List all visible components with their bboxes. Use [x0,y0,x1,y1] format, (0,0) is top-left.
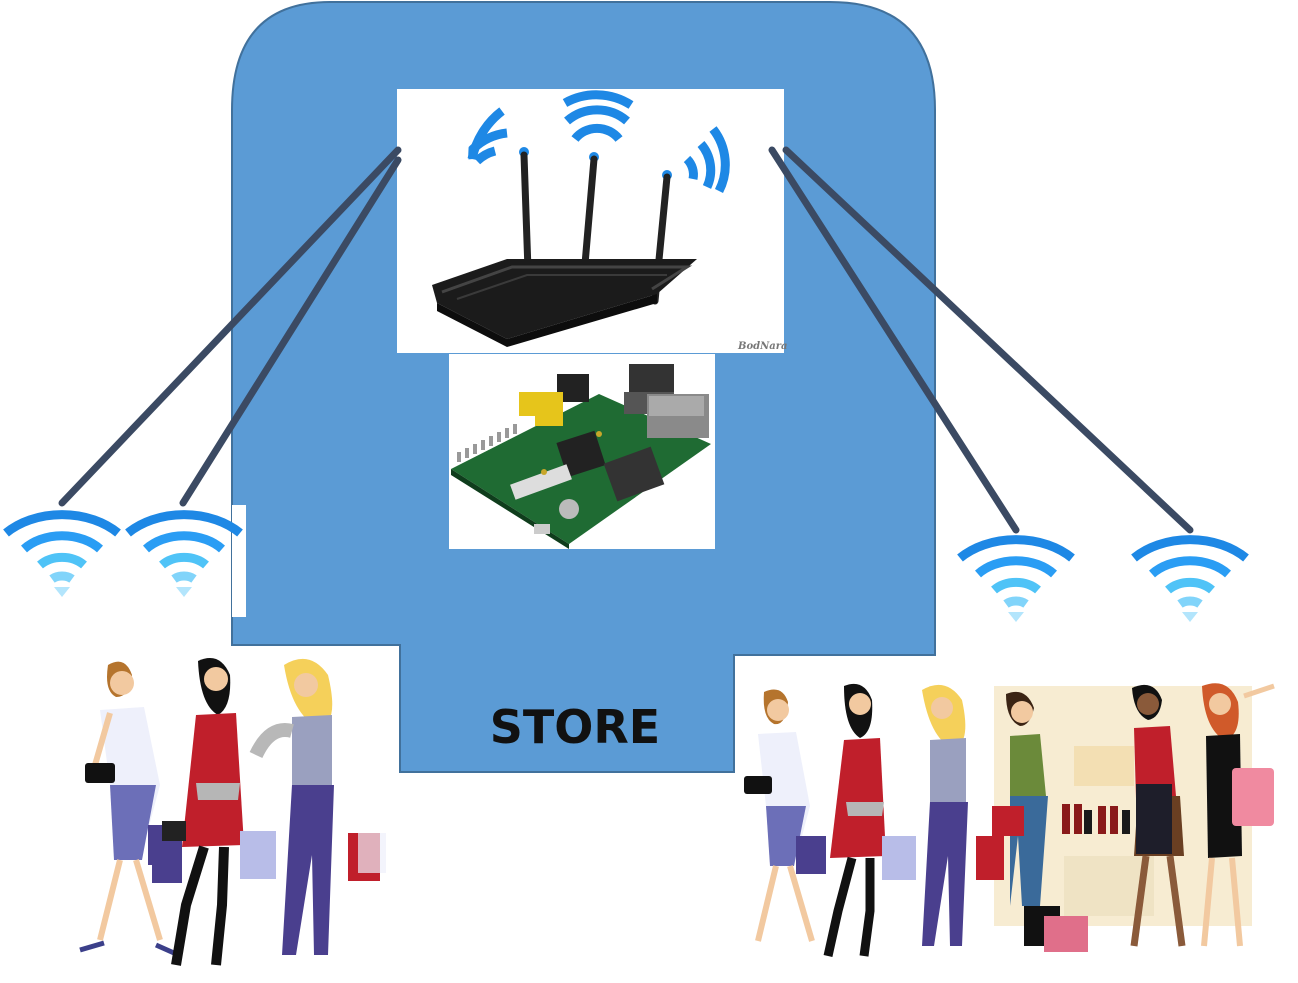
wifi-signal-icon [125,510,243,597]
link-line-2 [179,156,402,507]
wifi-signal-icon [957,535,1075,622]
link-line-3 [768,146,1020,534]
shopper-group-icon [79,658,386,966]
wifi-router-icon [432,90,730,347]
link-line-1 [58,146,402,507]
watermark-text: BodNara [738,341,788,352]
store-label: STORE [489,700,661,754]
raspberry-pi-icon [451,364,711,549]
wifi-signal-icon [3,510,121,597]
link-line-4 [782,146,1194,534]
wifi-signal-icon [1131,535,1249,622]
shopper-group-icon [744,683,1275,957]
connection-lines [58,146,1194,534]
